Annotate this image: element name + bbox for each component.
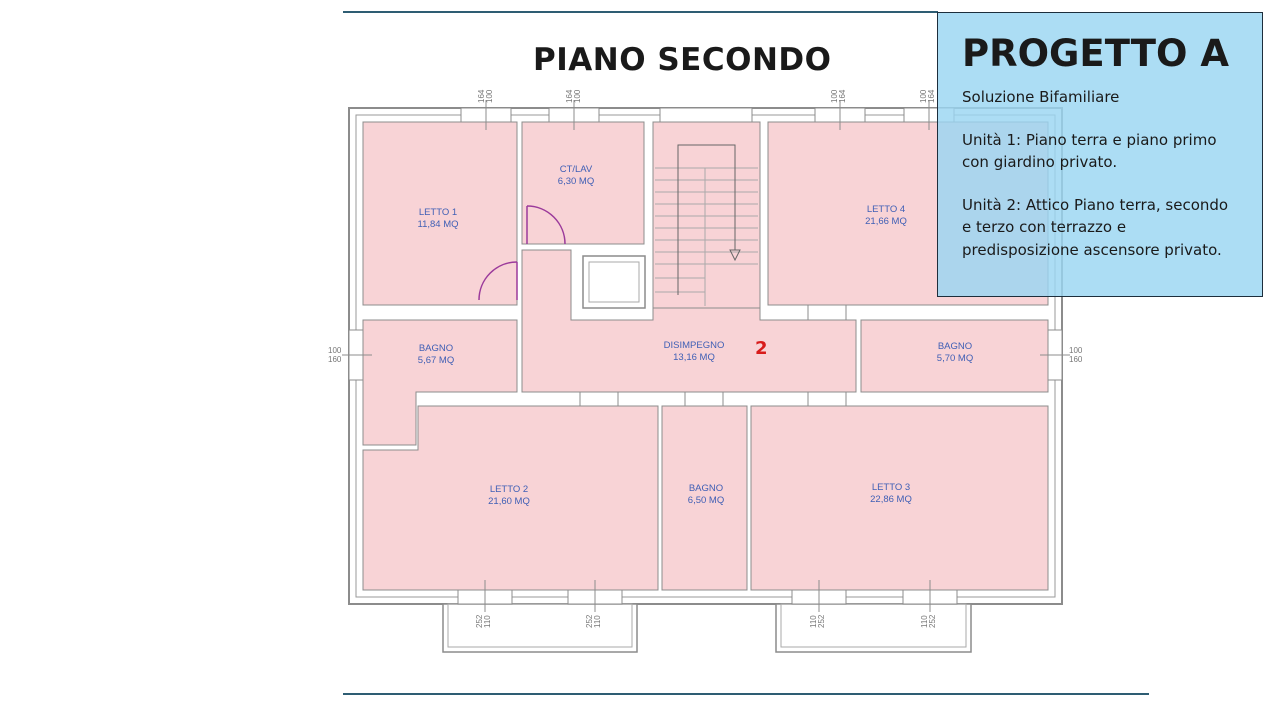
svg-text:5,67 MQ: 5,67 MQ — [418, 355, 454, 366]
balcony-left-inner — [447, 603, 633, 648]
svg-text:BAGNO: BAGNO — [689, 483, 723, 494]
shaft-box — [582, 255, 646, 309]
door-swings — [478, 205, 566, 301]
svg-text:6,50 MQ: 6,50 MQ — [688, 495, 724, 506]
shaft-box-inner — [588, 261, 640, 303]
svg-text:100: 100 — [485, 89, 494, 103]
interior-openings — [579, 304, 847, 407]
info-box-spacer — [962, 109, 1240, 129]
svg-text:11,84 MQ: 11,84 MQ — [417, 219, 458, 230]
svg-text:100: 100 — [573, 89, 582, 103]
info-box-spacer — [962, 174, 1240, 194]
room-letto-1 — [362, 121, 518, 306]
room-letto-3 — [750, 405, 1049, 591]
balcony-right — [775, 603, 972, 653]
room-letto-2 — [362, 405, 659, 591]
info-box: PROGETTO A Soluzione Bifamiliare Unità 1… — [937, 12, 1263, 297]
unit-number: 2 — [755, 338, 768, 359]
svg-text:160: 160 — [328, 355, 342, 364]
svg-text:252: 252 — [475, 614, 484, 628]
svg-text:164: 164 — [838, 89, 847, 103]
svg-text:110: 110 — [593, 615, 602, 628]
windows-top — [460, 100, 955, 130]
svg-text:5,70 MQ: 5,70 MQ — [937, 353, 973, 364]
svg-text:BAGNO: BAGNO — [938, 341, 972, 352]
svg-text:LETTO 3: LETTO 3 — [872, 482, 910, 493]
svg-text:100: 100 — [328, 346, 342, 355]
svg-text:100: 100 — [1069, 346, 1083, 355]
room-label: LETTO 221,60 MQ — [488, 484, 530, 507]
bottom-rule — [343, 693, 1149, 695]
room-label: LETTO 322,86 MQ — [870, 482, 912, 505]
svg-text:110: 110 — [483, 615, 492, 628]
room-label: LETTO 111,84 MQ — [417, 207, 458, 230]
info-box-subtitle: Soluzione Bifamiliare — [962, 88, 1120, 106]
svg-text:164: 164 — [477, 89, 486, 103]
slide-title: PIANO SECONDO — [533, 42, 832, 78]
svg-text:110: 110 — [809, 615, 818, 628]
svg-text:13,16 MQ: 13,16 MQ — [673, 352, 715, 363]
room-disimpegno — [521, 249, 857, 393]
svg-text:160: 160 — [1069, 355, 1083, 364]
svg-text:LETTO 4: LETTO 4 — [867, 204, 905, 215]
svg-text:252: 252 — [928, 614, 937, 628]
svg-text:21,60 MQ: 21,60 MQ — [488, 496, 530, 507]
info-box-unit2: Unità 2: Attico Piano terra, secondo e t… — [962, 195, 1229, 259]
balcony-left — [442, 603, 638, 653]
svg-text:DISIMPEGNO: DISIMPEGNO — [664, 340, 725, 351]
svg-text:6,30 MQ: 6,30 MQ — [558, 176, 594, 187]
staircase — [655, 144, 758, 306]
svg-text:BAGNO: BAGNO — [419, 343, 453, 354]
svg-text:LETTO 1: LETTO 1 — [419, 207, 457, 218]
windows-bottom — [457, 580, 958, 612]
svg-text:100: 100 — [830, 89, 839, 103]
info-box-unit1: Unità 1: Piano terra e piano primo con g… — [962, 130, 1217, 172]
svg-text:252: 252 — [817, 614, 826, 628]
windows-sides — [342, 329, 1070, 381]
room-bagno-right — [860, 319, 1049, 393]
room-label: LETTO 421,66 MQ — [865, 204, 907, 227]
svg-text:CT/LAV: CT/LAV — [560, 164, 593, 175]
svg-text:LETTO 2: LETTO 2 — [490, 484, 528, 495]
svg-text:164: 164 — [565, 89, 574, 103]
svg-text:164: 164 — [927, 89, 936, 103]
info-box-title: PROGETTO A — [962, 32, 1230, 75]
svg-text:110: 110 — [920, 615, 929, 628]
top-rule — [343, 11, 938, 13]
svg-text:100: 100 — [919, 89, 928, 103]
balcony-right-inner — [780, 603, 967, 648]
room-bagno-center — [661, 405, 748, 591]
room-bagno-left — [362, 319, 518, 446]
svg-text:22,86 MQ: 22,86 MQ — [870, 494, 912, 505]
svg-text:252: 252 — [585, 614, 594, 628]
svg-text:21,66 MQ: 21,66 MQ — [865, 216, 907, 227]
